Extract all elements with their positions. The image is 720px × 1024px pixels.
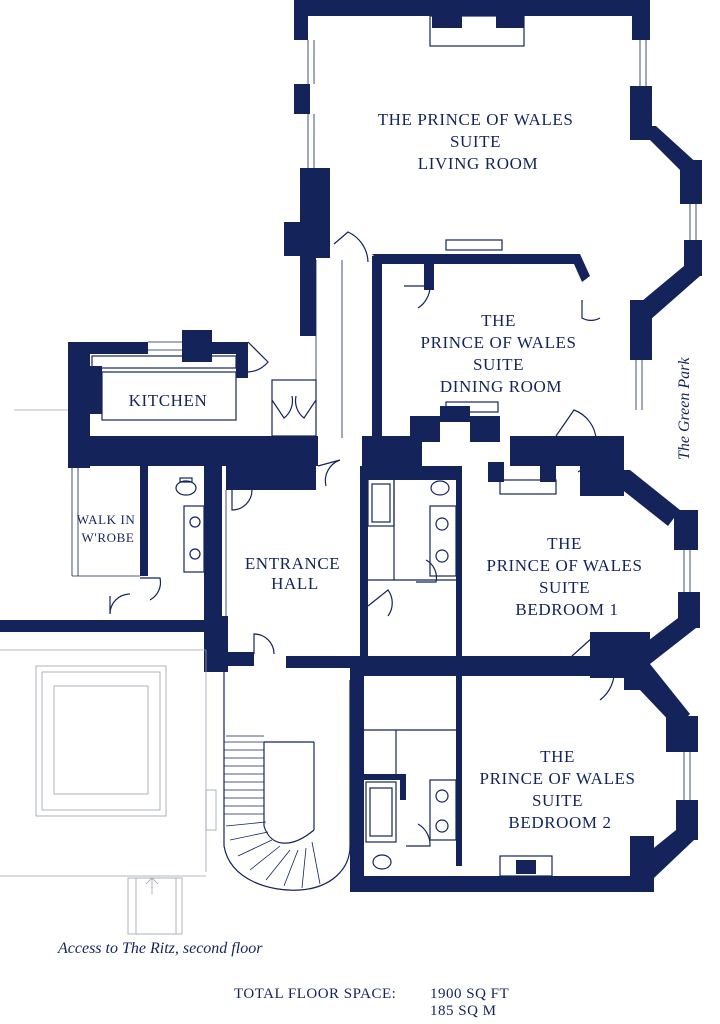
bedroom-1-label: THE PRINCE OF WALES SUITE BEDROOM 1 [487,534,648,619]
entrance-hall-label: ENTRANCE HALL [245,554,345,593]
floor-space-sq-m: 185 SQ M [430,1003,497,1019]
walls [0,0,702,892]
floor-space-label: TOTAL FLOOR SPACE: [234,986,397,1002]
access-note: Access to The Ritz, second floor [58,940,263,957]
bedroom-2-label: THE PRINCE OF WALES SUITE BEDROOM 2 [480,747,641,832]
kitchen-label: KITCHEN [129,391,208,410]
walk-in-wardrobe-label: WALK IN W'ROBE [77,512,140,545]
green-park-label: The Green Park [676,357,693,461]
dining-room-label: THE PRINCE OF WALES SUITE DINING ROOM [421,311,582,396]
floor-space-sq-ft: 1900 SQ FT [430,986,510,1002]
floor-space-summary: TOTAL FLOOR SPACE: 1900 SQ FT 185 SQ M [234,986,509,1020]
room-labels: THE PRINCE OF WALES SUITE LIVING ROOM TH… [77,110,648,832]
windows [14,40,697,800]
living-room-label: THE PRINCE OF WALES SUITE LIVING ROOM [378,110,579,173]
fixtures [0,15,557,935]
doors [109,231,615,847]
